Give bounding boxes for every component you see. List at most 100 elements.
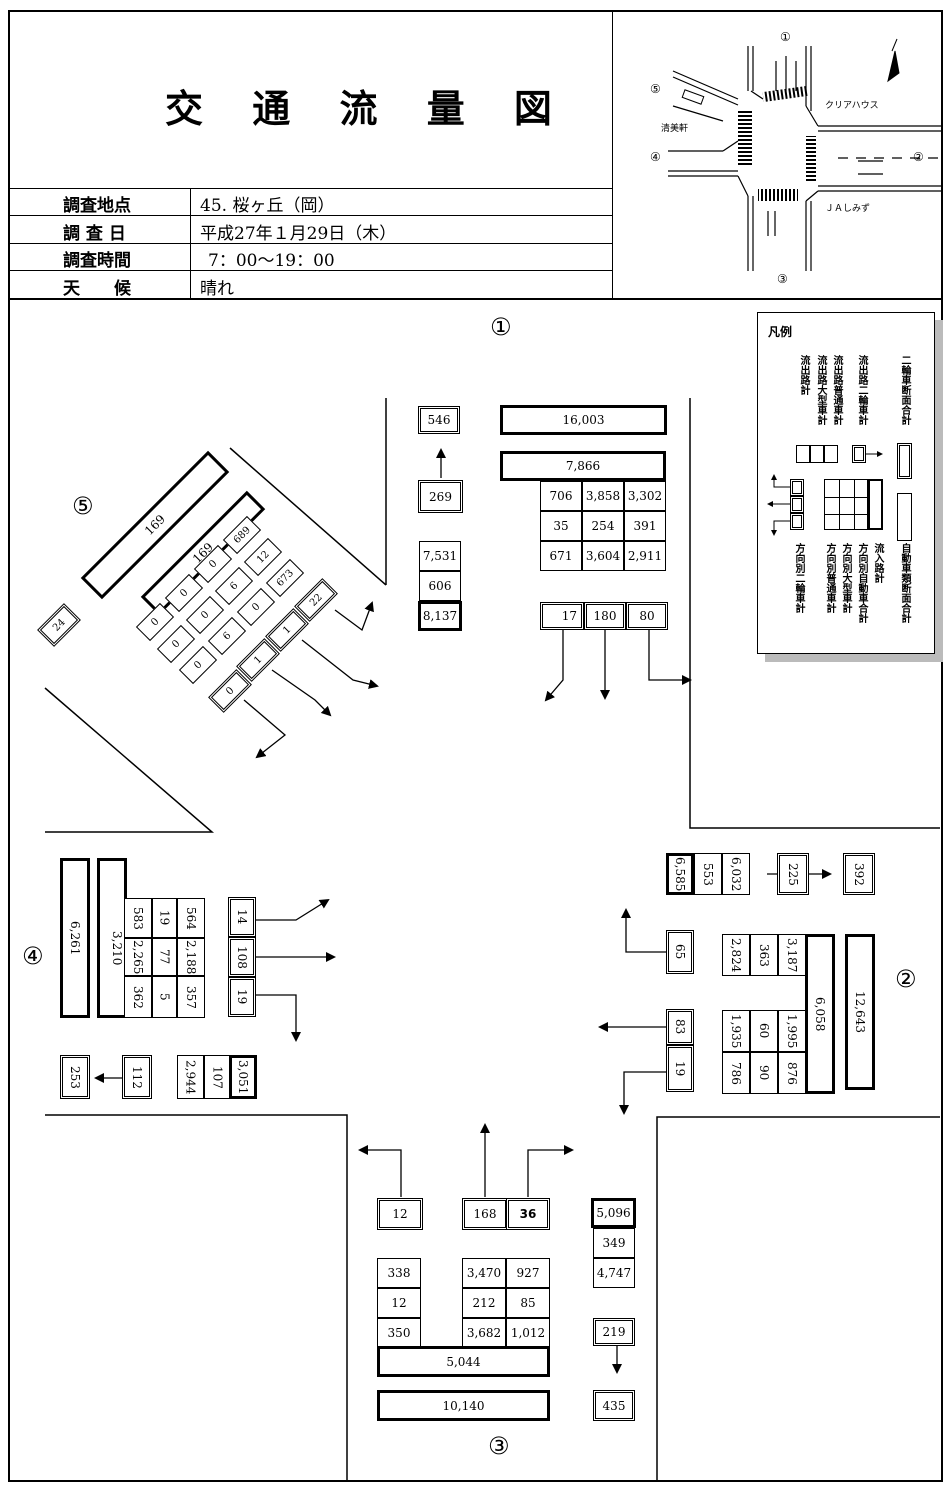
a3-dir-right-0: 927 [506,1258,550,1288]
a4-dir-b-2: 2,188 [177,938,205,976]
legend-out-twowheel-box [852,445,866,463]
legend-top-2: 流出路普通車計 [831,355,842,425]
info-value-time: 7：00～19：00 [208,251,335,271]
a3-dir-left-1: 12 [377,1288,421,1318]
a1-twowheel-section: 546 [418,406,460,434]
a2-dir-normal-2: 786 [722,1052,750,1094]
map-label-seibiken: 清美軒 [661,122,688,134]
legend-top-3: 流出路二輪車計 [856,355,867,425]
a2-twowheel-top: 65 [666,930,694,974]
a4-out-twowheel: 112 [122,1055,152,1099]
map-label-5: ⑤ [650,82,661,96]
a4-dir-c-1: 5 [152,976,177,1018]
a4-out-total: 3,051 [229,1055,257,1099]
legend-top-4: 二輪車断面合計 [899,355,910,425]
legend-inflow-box [868,479,883,530]
a4-out-large: 107 [204,1055,231,1099]
a3-twowheel-l: 12 [377,1198,423,1230]
a3-inflow-total: 5,044 [377,1346,550,1377]
a3-dir-mid-0: 3,470 [462,1258,506,1288]
map-label-clear-house: クリアハウス [825,100,879,111]
a4-twowheel-section: 253 [60,1055,90,1099]
legend-twowheel-section-box [897,443,912,479]
approach-label-2: ② [895,965,917,993]
approach-label-1: ① [490,313,512,341]
legend: 凡例 流出路計 流出路大型車計 流出路普通車計 流出路二輪車計 二輪車断面合計 … [757,312,935,654]
a4-dir-b-1: 77 [152,938,177,976]
a2-dir-large-0: 363 [750,934,778,976]
approach-label-4: ④ [22,942,44,970]
legend-top-0: 流出路計 [798,355,809,395]
a3-dir-mid-1: 212 [462,1288,506,1318]
a1-dir-total-r: 3,302 [624,481,666,511]
a2-dir-large-2: 90 [750,1052,778,1094]
map-label-2: ② [913,150,924,164]
legend-out-total-box [796,445,810,463]
approach-label-3: ③ [488,1432,510,1460]
legend-bottom-2: 方向別大型車計 [840,543,851,613]
a3-dir-right-1: 85 [506,1288,550,1318]
a4-section-total: 6,261 [60,858,90,1018]
info-value-location: 45. 桜ヶ丘（岡） [200,196,335,216]
a4-dir-b-0: 2,265 [124,938,152,976]
a2-dir-normal-0: 2,824 [722,934,750,976]
a3-dir-left-0: 338 [377,1258,421,1288]
legend-bottom-1: 方向別普通車計 [824,543,835,613]
a2-out-normal: 6,032 [722,853,750,895]
a4-twowheel-0: 14 [228,897,256,937]
legend-bottom-0: 方向別二輪車計 [793,543,804,613]
a3-dir-mid-2: 3,682 [462,1318,506,1348]
a2-dir-large-1: 60 [750,1010,778,1052]
a1-out-normal: 7,531 [419,541,461,571]
location-map: ① ② ③ ④ ⑤ クリアハウス 清美軒 ＪＡしみず [650,30,942,286]
a1-dir-normal-s: 3,604 [582,541,624,571]
a1-dir-large-l: 35 [540,511,582,541]
a3-out-total: 5,096 [591,1198,636,1228]
a1-twowheel-l: 17 [540,602,584,630]
info-table: 調査地点 45. 桜ヶ丘（岡） 調 査 日 平成27年１月29日（木） 調査時間… [8,188,613,299]
a4-out-normal: 2,944 [177,1055,204,1099]
a1-inflow-total: 7,866 [500,451,666,481]
a4-inflow-total: 3,210 [97,858,127,1018]
legend-dir-twowheel-box-2 [790,496,804,513]
a4-twowheel-1: 108 [228,937,256,977]
a1-dir-large-s: 254 [582,511,624,541]
a1-section-total: 16,003 [500,405,667,435]
legend-out-normal-box [824,445,838,463]
a2-dir-total-1: 1,995 [778,1010,806,1052]
map-divider [612,10,613,300]
a3-section-total: 10,140 [377,1390,550,1421]
page-frame [8,10,943,1482]
approach-label-5: ⑤ [72,492,94,520]
a1-out-twowheel: 269 [418,480,463,513]
a2-dir-total-0: 3,187 [778,934,806,976]
a4-dir-a-1: 19 [152,898,177,938]
a3-out-normal: 4,747 [593,1258,635,1288]
a2-out-twowheel: 225 [777,853,809,895]
legend-dir-twowheel-box-1 [790,479,804,496]
a1-dir-normal-r: 2,911 [624,541,666,571]
a1-dir-total-l: 706 [540,481,582,511]
legend-bottom-4: 流入路計 [872,543,883,583]
a1-out-large: 606 [419,571,461,601]
a2-section-total: 12,643 [845,934,875,1090]
info-label-date: 調 査 日 [63,224,126,244]
a2-out-large: 553 [694,853,722,895]
a3-dir-left-2: 350 [377,1318,421,1348]
header-divider [8,298,943,300]
legend-bottom-5: 自動車類断面合計 [899,543,910,623]
a1-dir-total-s: 3,858 [582,481,624,511]
legend-section-box [897,493,912,541]
a3-dir-right-2: 1,012 [506,1318,550,1348]
info-label-location: 調査地点 [63,196,131,216]
a3-twowheel-s: 168 [462,1198,508,1230]
a2-dir-total-2: 876 [778,1052,806,1094]
a1-out-total: 8,137 [418,601,462,631]
legend-bottom-3: 方向別自動車合計 [856,543,867,623]
legend-grid [824,479,868,530]
a1-twowheel-s: 180 [584,602,626,630]
map-label-3: ③ [777,272,788,286]
a2-twowheel-mid: 83 [666,1009,694,1045]
legend-dir-twowheel-box-3 [790,513,804,530]
